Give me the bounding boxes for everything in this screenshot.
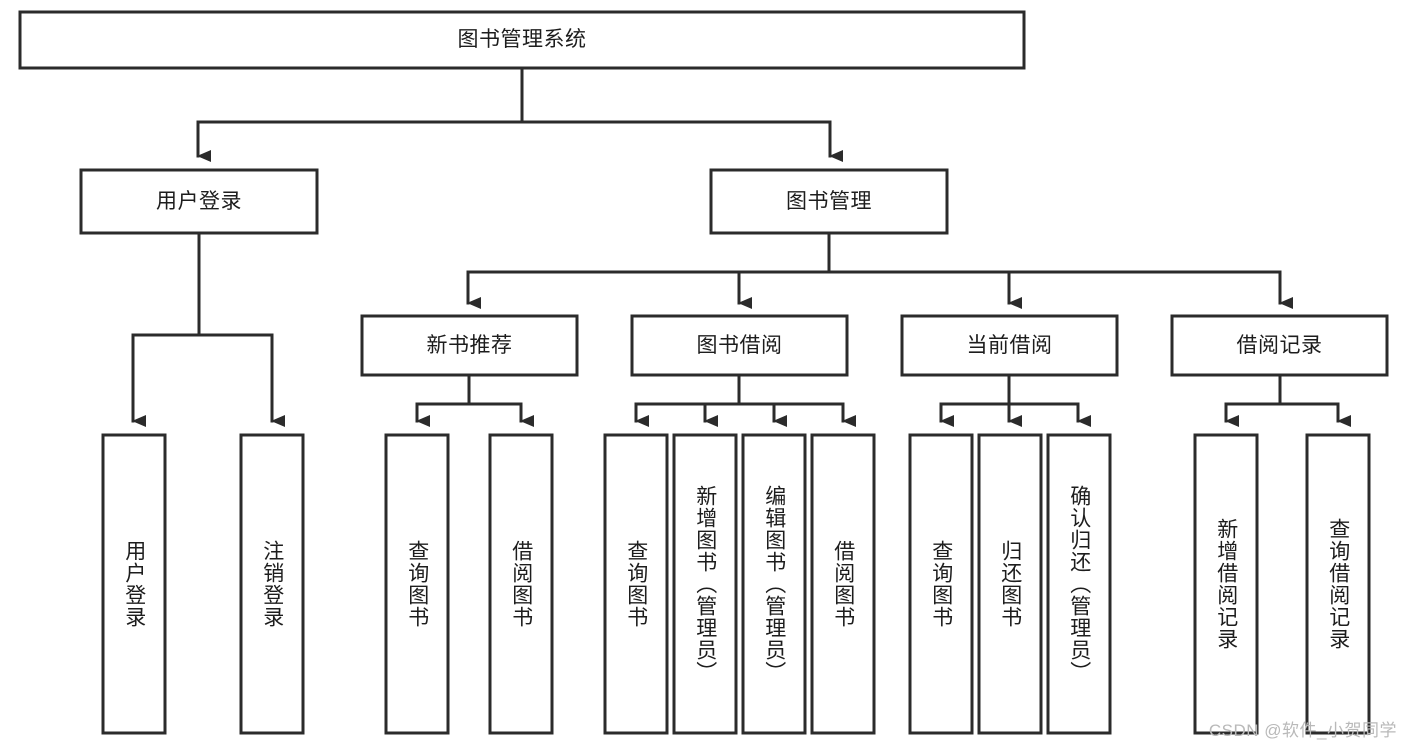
node-borrow-record-box[interactable] xyxy=(1170,314,1389,377)
node-root-box[interactable] xyxy=(18,10,1026,70)
node-leaf-user-login-box[interactable] xyxy=(101,433,167,735)
node-book-manage-box[interactable] xyxy=(709,168,949,235)
node-user-login-box[interactable] xyxy=(79,168,319,235)
node-leaf-query-book-1-box[interactable] xyxy=(384,433,450,735)
node-book-borrow-box[interactable] xyxy=(630,314,849,377)
node-leaf-edit-book-box[interactable] xyxy=(741,433,807,735)
node-new-book-rec-box[interactable] xyxy=(360,314,579,377)
node-leaf-return-book-box[interactable] xyxy=(977,433,1043,735)
node-current-borrow-box[interactable] xyxy=(900,314,1119,377)
node-leaf-confirm-return-box[interactable] xyxy=(1046,433,1112,735)
node-leaf-add-record-box[interactable] xyxy=(1193,433,1259,735)
node-leaf-add-book-box[interactable] xyxy=(672,433,738,735)
node-leaf-query-book-3-box[interactable] xyxy=(908,433,974,735)
node-leaf-logout-box[interactable] xyxy=(239,433,305,735)
node-leaf-borrow-book-2-box[interactable] xyxy=(810,433,876,735)
node-leaf-query-book-2-box[interactable] xyxy=(603,433,669,735)
node-leaf-borrow-book-1-box[interactable] xyxy=(488,433,554,735)
node-leaf-query-record-box[interactable] xyxy=(1305,433,1371,735)
